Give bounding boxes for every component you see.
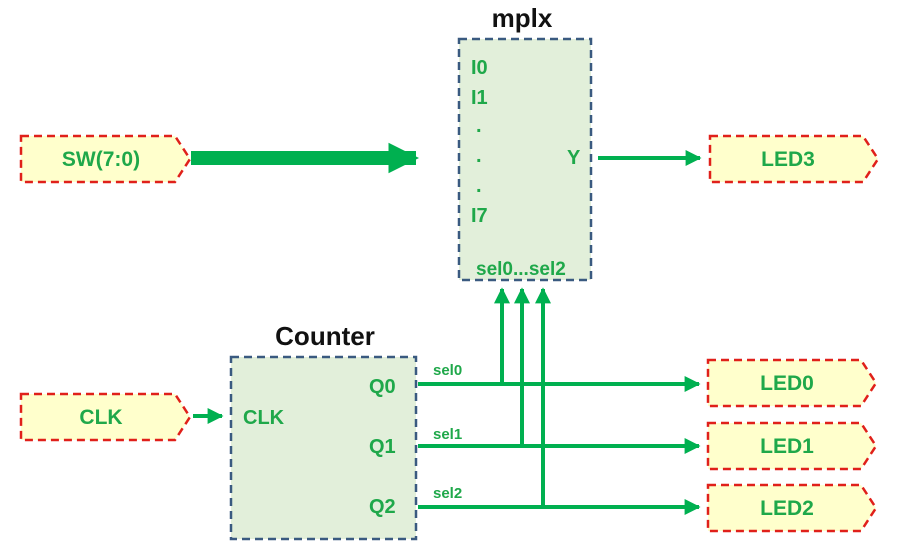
port-led1-label: LED1: [760, 435, 814, 458]
mplx-input-i7: I7: [471, 205, 488, 227]
sel0-wire-label: sel0: [433, 362, 462, 379]
port-led2: LED2: [706, 483, 878, 533]
port-sw-label: SW(7:0): [62, 148, 140, 171]
mplx-title: mplx: [492, 3, 553, 33]
port-led0-label: LED0: [760, 372, 814, 395]
mplx-output-y: Y: [567, 147, 581, 169]
sel1-wire-label: sel1: [433, 426, 462, 443]
mplx-ellipsis-dot-3: .: [476, 175, 482, 197]
mplx-input-i0: I0: [471, 57, 488, 79]
port-led3: LED3: [708, 134, 880, 184]
counter-q2-label: Q2: [369, 496, 396, 518]
counter-block: [229, 355, 418, 541]
counter-q1-label: Q1: [369, 436, 396, 458]
sel2-wire-label: sel2: [433, 485, 462, 502]
port-sw: SW(7:0): [19, 134, 192, 184]
mplx-input-i1: I1: [471, 87, 488, 109]
port-led0: LED0: [706, 358, 878, 408]
counter-clk-label: CLK: [243, 407, 285, 429]
port-clk-label: CLK: [79, 406, 122, 429]
mplx-select-label: sel0...sel2: [476, 259, 566, 280]
mplx-block: [457, 37, 593, 282]
port-led2-label: LED2: [760, 497, 814, 520]
port-led1: LED1: [706, 421, 878, 471]
mplx-ellipsis-dot-2: .: [476, 145, 482, 167]
counter-title: Counter: [275, 321, 375, 351]
port-clk: CLK: [19, 392, 192, 442]
port-led3-label: LED3: [761, 148, 815, 171]
counter-q0-label: Q0: [369, 376, 396, 398]
mplx-ellipsis-dot-1: .: [476, 115, 482, 137]
